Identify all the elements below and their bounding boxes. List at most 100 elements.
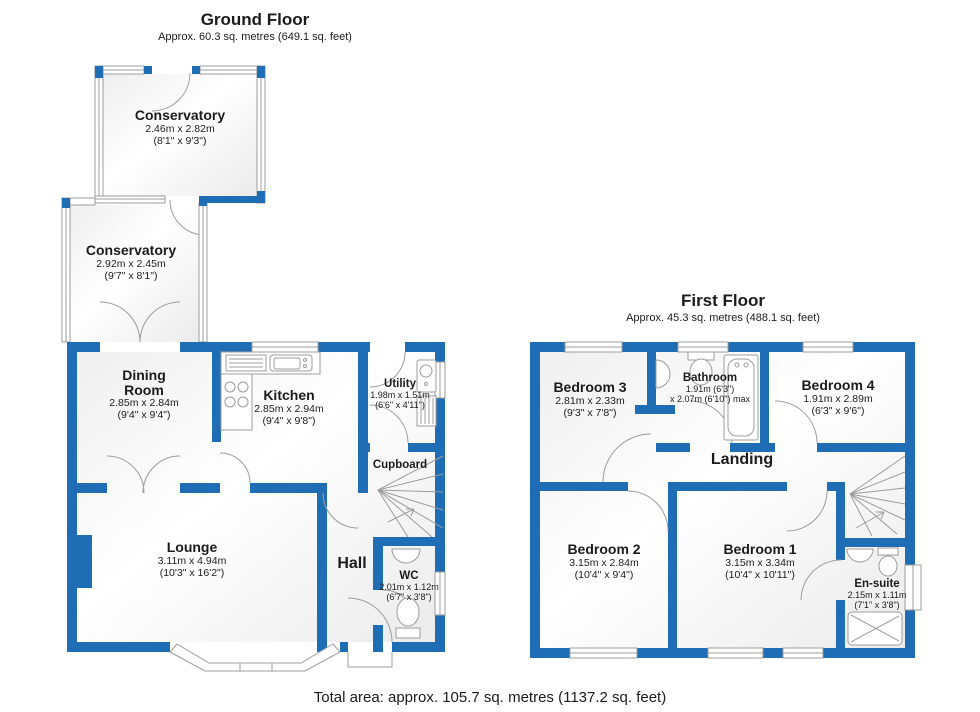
room-dims-imperial: x 2.07m (6'10") max bbox=[670, 394, 750, 405]
room-dims-metric: 3.15m x 3.34m bbox=[725, 556, 795, 569]
front-door-arc bbox=[347, 597, 393, 643]
utility-appliance bbox=[416, 395, 437, 427]
room-name: En-suite bbox=[854, 578, 900, 590]
room-name: Cupboard bbox=[372, 459, 428, 471]
room-name: Bathroom bbox=[682, 372, 738, 384]
ground-outer-walls bbox=[67, 342, 445, 652]
room-name: Dining Room bbox=[122, 367, 166, 398]
ground-stairs bbox=[377, 455, 444, 538]
first-floor-title-text: First Floor bbox=[680, 291, 766, 310]
room-dims-imperial: (9'7" x 8'1") bbox=[104, 269, 158, 282]
room-name: Bedroom 2 bbox=[567, 541, 641, 557]
room-name: Landing bbox=[710, 451, 774, 468]
utility-back-door-arc bbox=[369, 351, 406, 388]
label-bedroom-4: Bedroom 4 1.91m x 2.89m (6'3" x 9'6") bbox=[801, 378, 874, 417]
ground-floor-subtitle: Approx. 60.3 sq. metres (649.1 sq. feet) bbox=[158, 31, 352, 44]
first-door-arcs bbox=[602, 400, 842, 601]
hob-ring bbox=[224, 396, 236, 408]
conservatory1-post bbox=[95, 66, 103, 78]
bathroom-basin bbox=[655, 359, 671, 389]
kitchen-door-arc bbox=[219, 452, 251, 484]
bedroom4-door-arc bbox=[774, 400, 818, 444]
room-name: Bedroom 3 bbox=[553, 379, 627, 395]
room-dims-imperial: (6'6" x 4'11") bbox=[375, 400, 425, 411]
label-lounge: Lounge 3.11m x 4.94m (10'3" x 16'2") bbox=[158, 540, 227, 579]
room-dims-metric: 2.15m x 1.11m bbox=[847, 590, 907, 601]
room-dims-imperial: (10'3" x 16'2") bbox=[159, 566, 225, 579]
room-dims-metric: 1.91m (6'3") bbox=[685, 384, 735, 395]
room-dims-metric: 2.81m x 2.33m bbox=[555, 394, 625, 407]
wc-cistern bbox=[395, 627, 421, 639]
hob-counter bbox=[220, 373, 253, 431]
room-dims-metric: 1.98m x 1.51m bbox=[370, 390, 430, 401]
room-dims-metric: 2.85m x 2.94m bbox=[254, 402, 324, 415]
conservatory1-door-post bbox=[192, 66, 200, 74]
label-wc: WC 2.01m x 1.12m (6'7" x 3'8") bbox=[379, 570, 439, 603]
hob-ring bbox=[224, 381, 236, 393]
conservatory1-bottom-wall bbox=[205, 196, 265, 203]
room-dims-metric: 2.92m x 2.45m bbox=[96, 257, 166, 270]
utility-fixtures bbox=[416, 359, 437, 427]
utility-tap bbox=[424, 382, 428, 386]
bathroom-fixtures bbox=[655, 351, 759, 441]
room-dims-metric: 3.11m x 4.94m bbox=[157, 554, 227, 567]
label-kitchen: Kitchen 2.85m x 2.94m (9'4" x 9'8") bbox=[254, 388, 323, 427]
conservatory-2 bbox=[61, 196, 208, 343]
ensuite-door-arc bbox=[800, 559, 842, 601]
wc-fixtures bbox=[391, 548, 421, 639]
ground-door-arcs bbox=[99, 301, 417, 643]
first-windows bbox=[564, 341, 922, 659]
label-conservatory-1: Conservatory 2.46m x 2.82m (8'1" x 9'3") bbox=[135, 108, 225, 147]
label-cupboard: Cupboard bbox=[373, 459, 427, 471]
ground-interior-walls bbox=[67, 352, 445, 652]
ensuite-toilet bbox=[878, 555, 898, 577]
label-hall: Hall bbox=[337, 555, 366, 573]
conservatory2-post bbox=[199, 196, 207, 206]
bathroom-toilet bbox=[689, 358, 713, 386]
kitchen-fixtures bbox=[220, 351, 321, 431]
first-floor-plan bbox=[530, 341, 922, 659]
bedroom2-door-arc bbox=[627, 490, 669, 532]
label-bedroom-2: Bedroom 2 3.15m x 2.84m (10'4" x 9'4") bbox=[567, 542, 640, 581]
room-dims-metric: 2.46m x 2.82m bbox=[145, 122, 215, 135]
chimney-breast bbox=[77, 535, 92, 588]
ground-floor-interior bbox=[77, 352, 435, 642]
first-floor-subtitle: Approx. 45.3 sq. metres (488.1 sq. feet) bbox=[626, 312, 820, 325]
kitchen-tap bbox=[303, 364, 307, 368]
room-dims-metric: 1.91m x 2.89m bbox=[803, 392, 873, 405]
room-name: Bedroom 4 bbox=[801, 377, 875, 393]
wc-toilet bbox=[396, 597, 420, 627]
room-dims-imperial: (7'1" x 3'8") bbox=[854, 600, 900, 611]
label-bedroom-1: Bedroom 1 3.15m x 3.34m (10'4" x 10'11") bbox=[723, 542, 796, 581]
bay-window bbox=[169, 643, 341, 672]
patio-door-arc bbox=[139, 301, 181, 343]
label-bathroom: Bathroom 1.91m (6'3") x 2.07m (6'10") ma… bbox=[670, 372, 750, 405]
room-dims-imperial: (10'4" x 9'4") bbox=[574, 568, 634, 581]
conservatory1-floor bbox=[103, 74, 257, 196]
ensuite-basin bbox=[846, 548, 874, 563]
ground-floor-title-text: Ground Floor bbox=[200, 10, 310, 29]
ensuite-fixtures bbox=[846, 547, 903, 646]
label-conservatory-2: Conservatory 2.92m x 2.45m (9'7" x 8'1") bbox=[86, 243, 176, 282]
dining-double-door-arc bbox=[142, 455, 181, 494]
room-dims-metric: 2.85m x 2.84m bbox=[109, 397, 179, 410]
room-dims-metric: 2.01m x 1.12m bbox=[379, 582, 439, 593]
room-name: Utility bbox=[384, 378, 416, 390]
first-floor-title: First Floor Approx. 45.3 sq. metres (488… bbox=[626, 291, 820, 326]
utility-inner-door-arc bbox=[369, 404, 409, 444]
ground-floor-title: Ground Floor Approx. 60.3 sq. metres (64… bbox=[158, 10, 352, 45]
room-dims-imperial: (9'4" x 9'4") bbox=[117, 409, 171, 422]
room-name: Conservatory bbox=[85, 242, 177, 258]
room-dims-imperial: (6'7" x 3'8") bbox=[386, 592, 432, 603]
first-stairs bbox=[849, 455, 906, 537]
conservatory2-post bbox=[62, 198, 70, 208]
hob-ring bbox=[237, 396, 249, 408]
room-dims-imperial: (10'4" x 10'11") bbox=[725, 568, 795, 581]
room-name: Lounge bbox=[166, 539, 218, 555]
wc-basin bbox=[391, 548, 421, 564]
room-name: Bedroom 1 bbox=[723, 541, 797, 557]
first-interior-walls bbox=[540, 352, 905, 658]
hall-kitchen-door-arc bbox=[322, 492, 359, 529]
room-dims-imperial: (9'4" x 9'8") bbox=[262, 414, 316, 427]
